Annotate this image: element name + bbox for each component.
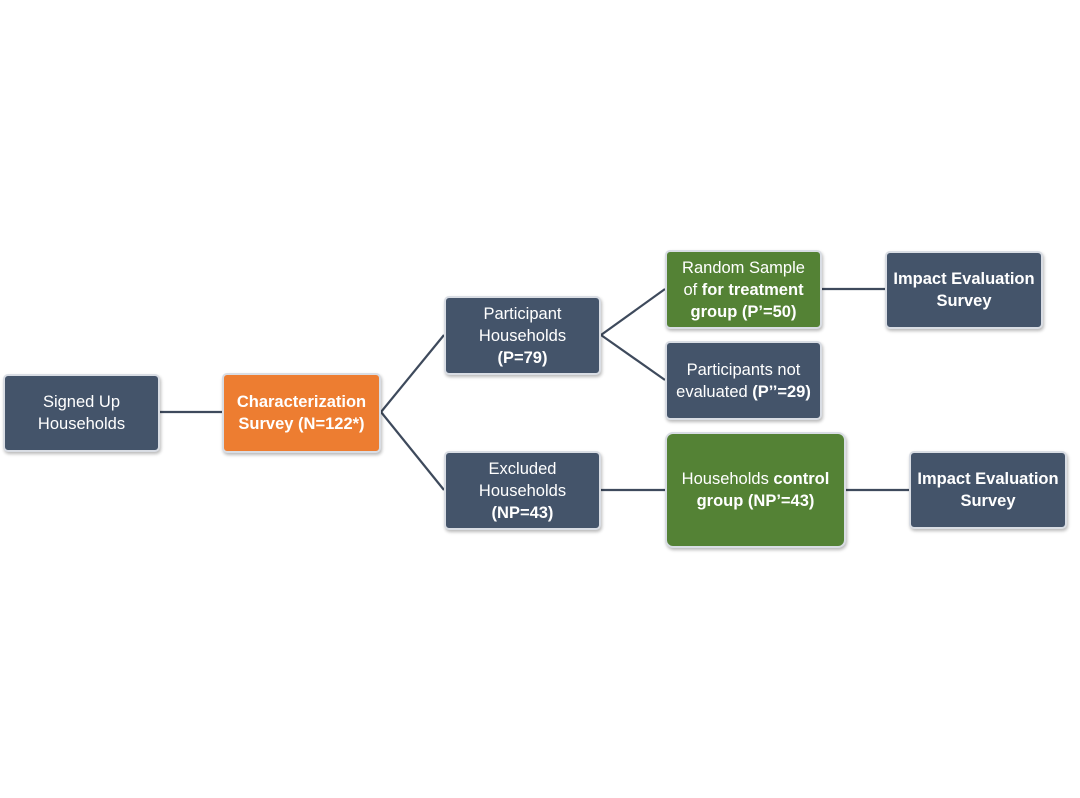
excluded-households-box: Excluded Households (NP=43) [444,451,601,530]
characterization-survey-label: Characterization Survey (N=122*) [236,393,367,433]
random-sample-treatment-box: Random Sample of for treatment group (P’… [665,250,822,329]
impact-evaluation-survey-treatment-label: Impact Evaluation Survey [893,270,1035,310]
impact-evaluation-survey-control-label: Impact Evaluation Survey [917,470,1059,510]
signed-up-households-box: Signed Up Households [3,374,160,452]
impact-evaluation-survey-treatment-box: Impact Evaluation Survey [885,251,1043,329]
participants-not-evaluated-label: Participants not evaluated (P’’=29) [676,360,811,401]
households-control-group-box: Households control group (NP’=43) [665,432,846,548]
connector-characterization-to-excluded [380,411,445,491]
participant-households-box: Participant Households (P=79) [444,296,601,375]
characterization-survey-box: Characterization Survey (N=122*) [222,373,381,453]
connector-participant-to-random-sample [600,288,666,336]
connector-characterization-to-participant [380,334,445,413]
excluded-households-label: Excluded Households (NP=43) [478,459,567,522]
random-sample-treatment-label: Random Sample of for treatment group (P’… [682,258,805,321]
participant-households-label: Participant Households (P=79) [478,304,567,367]
signed-up-households-label: Signed Up Households [37,393,126,433]
households-control-group-label: Households control group (NP’=43) [681,470,830,510]
connector-participant-to-not-evaluated [600,334,666,381]
participants-not-evaluated-box: Participants not evaluated (P’’=29) [665,341,822,420]
impact-evaluation-survey-control-box: Impact Evaluation Survey [909,451,1067,529]
